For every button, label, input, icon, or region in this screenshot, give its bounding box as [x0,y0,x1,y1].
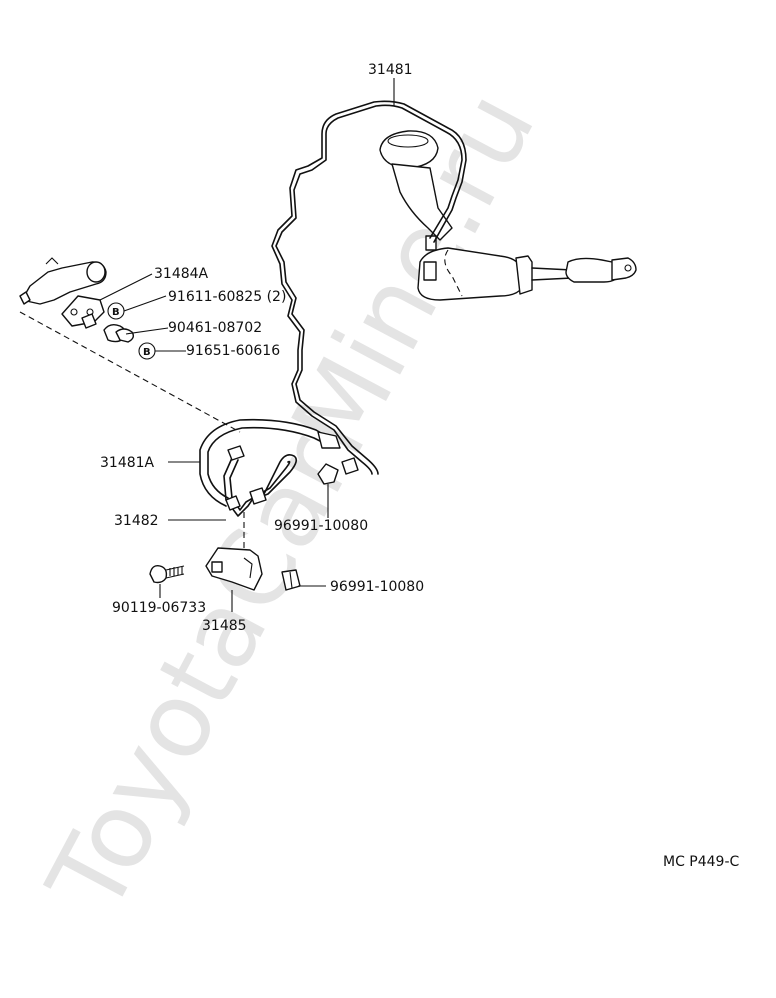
label-31485: 31485 [202,618,247,634]
label-31482: 31482 [114,513,159,529]
release-cylinder-31484a [19,257,135,343]
diagram-code: MC P449-C [663,854,740,870]
leader-lines [99,78,395,612]
clip-96991-lower [281,569,301,591]
assembly-dash-line [19,311,241,433]
label-96991-10080-upper: 96991-10080 [274,518,368,534]
bolt-marker-1: B [107,302,125,320]
label-31484a: 31484A [154,266,209,282]
label-90119-06733: 90119-06733 [112,600,206,616]
label-31481: 31481 [368,62,413,78]
bolt-marker-letter: B [112,307,120,318]
label-90461-08702: 90461-08702 [168,320,262,336]
label-91611-60825: 91611-60825 (2) [168,289,286,305]
bracket-31485 [205,512,263,591]
label-91651-60616: 91651-60616 [186,343,280,359]
bolt-marker-2: B [138,342,156,360]
clutch-hose-31481a [199,418,341,517]
clutch-master-cylinder [379,130,637,301]
clutch-line-31481 [271,100,467,475]
clip-96991-upper [317,463,339,485]
bolt-90119 [149,564,185,584]
label-31481a: 31481A [100,455,155,471]
bolt-marker-letter: B [143,347,151,358]
label-96991-10080-lower: 96991-10080 [330,579,424,595]
